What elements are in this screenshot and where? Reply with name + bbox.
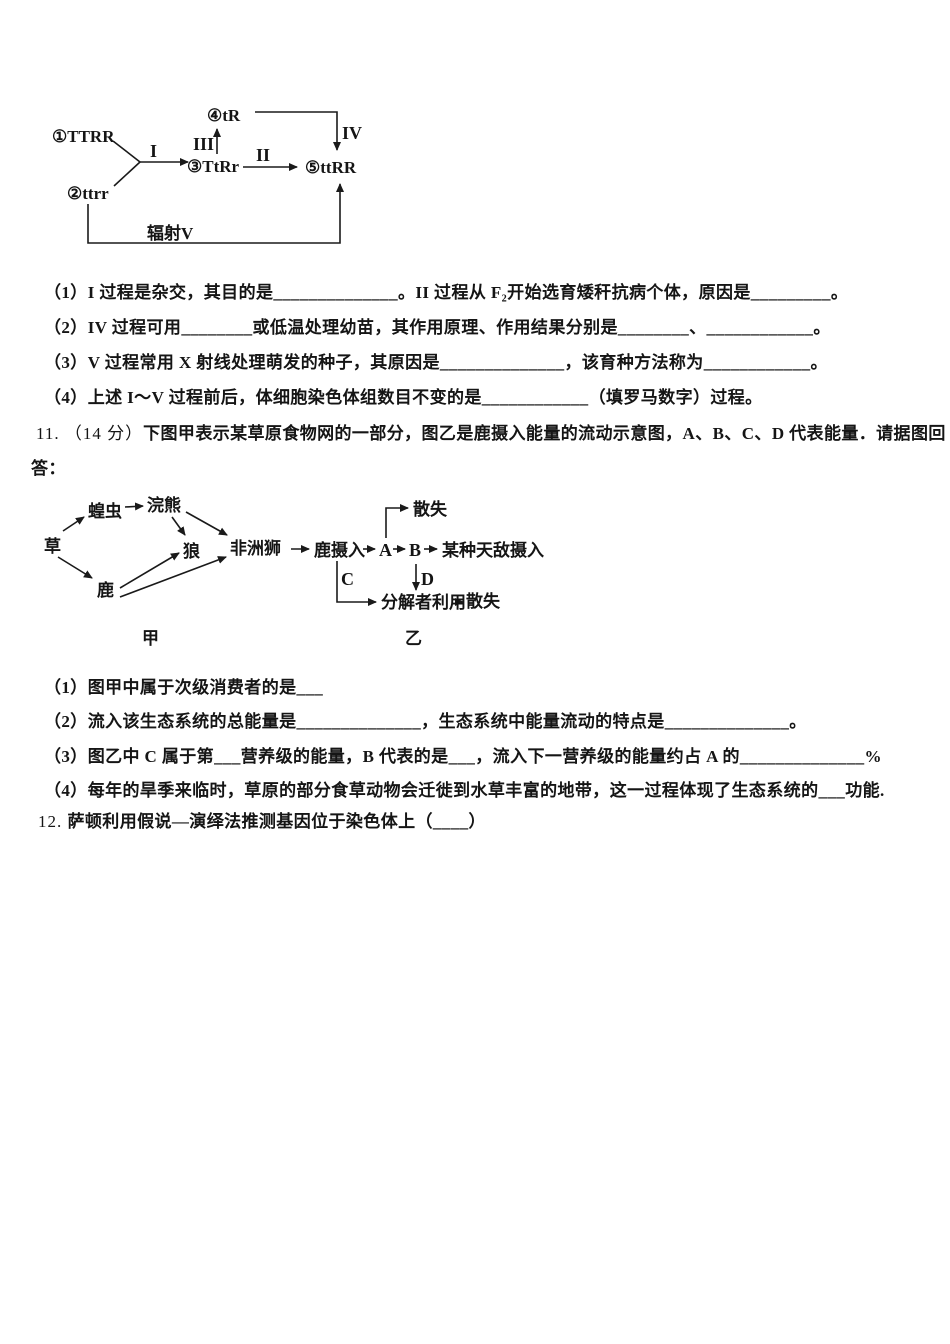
- genetics-diagram-arrows: [87, 111, 344, 244]
- q11-header-continuation: 答：: [31, 459, 66, 478]
- foodweb-arrows: [57, 502, 228, 598]
- q10-item-4: （4）上述 I～V 过程前后，体细胞染色体组数目不变的是____________…: [44, 388, 763, 407]
- gene-node-3-TtRr: ③TtRr: [187, 157, 240, 176]
- foodweb-wolf: 狼: [183, 541, 200, 561]
- energy-node-B: B: [409, 540, 421, 560]
- energy-node-A: A: [379, 540, 392, 560]
- diagram-caption-jia: 甲: [142, 629, 159, 648]
- process-label-IV: IV: [342, 123, 362, 143]
- q11-item-3: （3）图乙中 C 属于第___营养级的能量，B 代表的是___，流入下一营养级的…: [44, 747, 882, 766]
- q12-question: 12. 萨顿利用假说—演绎法推测基因位于染色体上（____）: [38, 811, 486, 833]
- radiation-V-label: 辐射V: [147, 223, 194, 243]
- q11-item-1: （1）图甲中属于次级消费者的是___: [44, 678, 324, 697]
- gene-node-4-tR: ④tR: [207, 106, 241, 125]
- foodweb-energyflow-diagram: 草 蝗虫 浣熊 狼 非洲狮 鹿 甲 鹿摄入 A B 某种天敌摄入 散失 C D …: [44, 495, 544, 648]
- q11-header: 11. （14 分）下图甲表示某草原食物网的一部分，图乙是鹿摄入能量的流动示意图…: [36, 423, 946, 445]
- energy-loss-bottom: 散失: [466, 591, 501, 611]
- foodweb-african-lion: 非洲狮: [230, 538, 281, 558]
- q11-header-text: 下图甲表示某草原食物网的一部分，图乙是鹿摄入能量的流动示意图，A、B、C、D 代…: [143, 424, 946, 443]
- q12-text: 萨顿利用假说—演绎法推测基因位于染色体上（____）: [67, 812, 486, 831]
- energy-loss-top: 散失: [413, 499, 448, 519]
- process-label-II: II: [256, 145, 270, 165]
- foodweb-locust: 蝗虫: [88, 501, 122, 521]
- foodweb-raccoon: 浣熊: [147, 495, 181, 515]
- q10-item-1: （1）I 过程是杂交，其目的是______________。II 过程从 F₂开…: [44, 283, 849, 302]
- energyflow-arrows: [291, 504, 464, 606]
- q11-item-2: （2）流入该生态系统的总能量是______________，生态系统中能量流动的…: [44, 712, 807, 731]
- q10-item-3: （3）V 过程常用 X 射线处理萌发的种子，其原因是______________…: [44, 353, 828, 372]
- q10-item-2: （2）IV 过程可用________或低温处理幼苗，其作用原理、作用结果分别是_…: [44, 318, 831, 337]
- gene-node-5-ttRR: ⑤ttRR: [305, 158, 357, 177]
- energy-node-D: D: [421, 569, 434, 589]
- q11-item-4: （4）每年的旱季来临时，草原的部分食草动物会迁徙到水草丰富的地带，这一过程体现了…: [44, 781, 885, 800]
- energy-deer-intake: 鹿摄入: [314, 540, 365, 560]
- diagram-caption-yi: 乙: [405, 629, 422, 648]
- gene-node-2-ttrr: ②ttrr: [67, 184, 109, 203]
- process-label-III: III: [193, 134, 214, 154]
- genetics-breeding-diagram: ①TTRR ②ttrr ③TtRr ④tR ⑤ttRR I II III IV …: [52, 106, 362, 244]
- energy-node-C: C: [341, 569, 354, 589]
- gene-node-1-TTRR: ①TTRR: [52, 127, 115, 146]
- foodweb-grass: 草: [44, 537, 61, 556]
- q12-number: 12.: [38, 812, 68, 831]
- energy-decomposer-use: 分解者利用: [381, 592, 466, 612]
- q11-number: 11. （14 分）: [36, 424, 144, 443]
- foodweb-deer: 鹿: [97, 580, 114, 600]
- process-label-I: I: [150, 141, 157, 161]
- energy-predator-intake: 某种天敌摄入: [442, 540, 544, 560]
